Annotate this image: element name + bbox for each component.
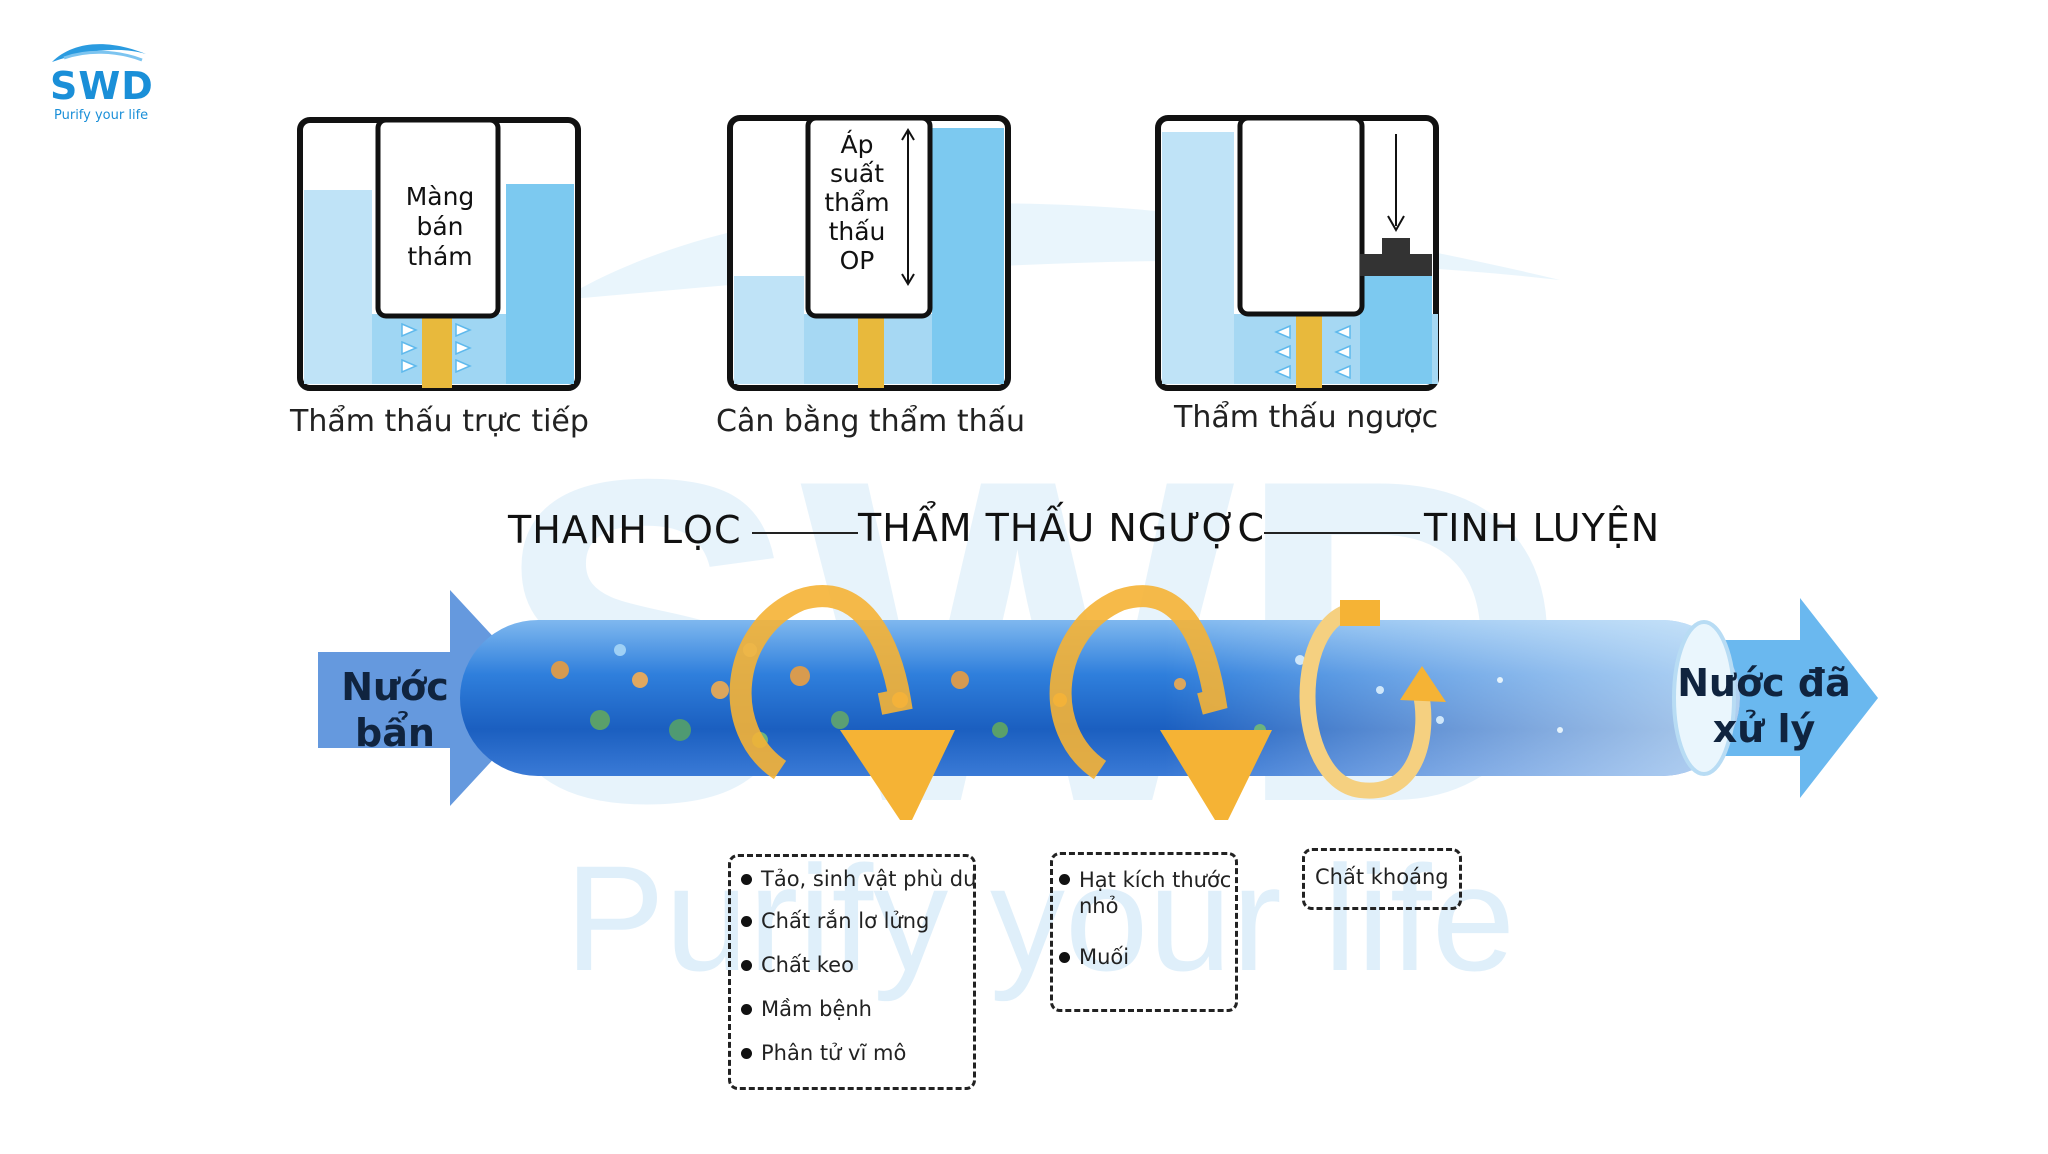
watermark-tagline: Purify your life bbox=[565, 834, 1515, 1002]
removed-contaminants-box-1: Tảo, sinh vật phù du Chất rắn lơ lửng Ch… bbox=[728, 854, 976, 1090]
reverse-osmosis-caption: Thẩm thấu ngược bbox=[1174, 400, 1439, 435]
list-item: Chất keo bbox=[741, 953, 854, 977]
output-water-label: Nước đã xử lý bbox=[1677, 661, 1851, 751]
stage-connector-2 bbox=[1264, 532, 1420, 534]
osmotic-equilibrium-diagram bbox=[727, 115, 1011, 391]
list-item: Mầm bệnh bbox=[741, 997, 872, 1021]
reverse-osmosis-diagram bbox=[1155, 115, 1439, 391]
swirl-arrow-3-icon bbox=[1299, 600, 1446, 799]
stage-purification: THANH LỌC bbox=[508, 508, 742, 552]
stage-reverse-osmosis: THẨM THẤU NGƯỢC bbox=[858, 506, 1266, 550]
brand-logo: SWD Purify your life bbox=[46, 36, 156, 126]
added-minerals-box: Chất khoáng bbox=[1302, 848, 1462, 910]
pressure-arrow-icon bbox=[1387, 215, 1405, 233]
removed-contaminants-box-2: Hạt kích thước nhỏ Muối bbox=[1050, 852, 1238, 1012]
osmotic-pressure-label: Áp suất thẩm thấu OP bbox=[824, 130, 890, 275]
membrane-label: Màng bán thám bbox=[405, 182, 475, 271]
logo-tagline: Purify your life bbox=[54, 108, 149, 123]
flow-arrows-icon bbox=[401, 322, 472, 374]
stage-connector-1 bbox=[752, 532, 858, 534]
arrow-down-icon bbox=[901, 273, 915, 286]
list-item: Chất rắn lơ lửng bbox=[741, 909, 929, 933]
list-item: Muối bbox=[1059, 945, 1129, 969]
swirl-arrow-1-icon bbox=[729, 585, 955, 820]
piston-icon bbox=[1360, 238, 1432, 276]
direct-osmosis-caption: Thẩm thấu trực tiếp bbox=[290, 404, 589, 439]
input-water-label: Nước bẩn bbox=[341, 665, 449, 755]
filtration-pipe bbox=[318, 585, 1878, 820]
stage-refining: TINH LUYỆN bbox=[1424, 506, 1661, 550]
reverse-flow-arrows-icon bbox=[1274, 324, 1351, 380]
list-item: Chất khoáng bbox=[1315, 865, 1449, 889]
swirl-arrow-2-icon bbox=[1049, 585, 1272, 820]
osmotic-equilibrium-caption: Cân bằng thẩm thấu bbox=[716, 404, 1025, 439]
logo-brand: SWD bbox=[50, 64, 154, 108]
direct-osmosis-diagram bbox=[297, 117, 581, 391]
list-item: Tảo, sinh vật phù du bbox=[741, 867, 976, 891]
list-item: Hạt kích thước nhỏ bbox=[1059, 867, 1231, 919]
arrow-up-icon bbox=[901, 128, 915, 141]
wave-icon bbox=[52, 44, 146, 62]
list-item: Phân tử vĩ mô bbox=[741, 1041, 906, 1065]
